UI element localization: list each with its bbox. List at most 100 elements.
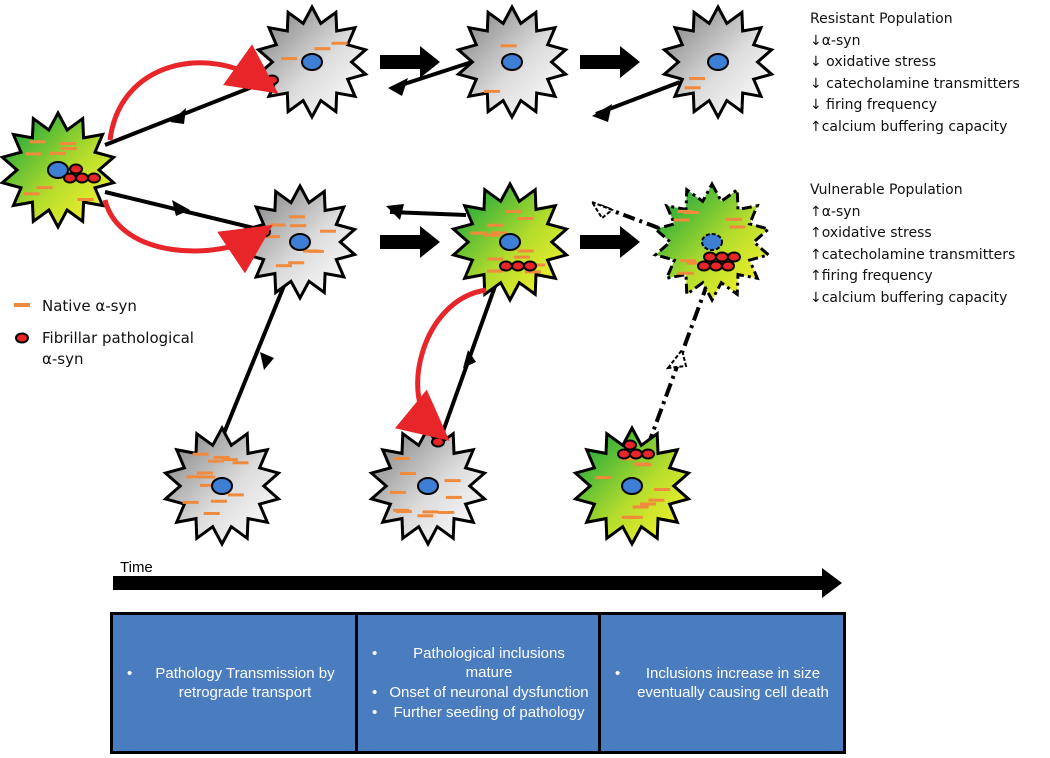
fibrillar-inclusion [523, 260, 537, 272]
resistant-item: ↓ catecholamine transmitters [810, 76, 1020, 92]
native-asyn-mark [290, 224, 307, 228]
fibrillar-inclusion [63, 172, 77, 184]
native-asyn-mark [689, 77, 705, 80]
neuron-vulnerable-3 [652, 180, 772, 304]
nucleus [289, 233, 311, 251]
native-asyn-mark [487, 269, 504, 273]
resistant-population: Resistant Population ↓α-syn ↓ oxidative … [810, 11, 1020, 135]
resistant-item: ↓ firing frequency [810, 97, 937, 113]
time-arrow [113, 568, 842, 598]
native-asyn-mark [445, 495, 462, 499]
native-asyn-mark [210, 499, 227, 503]
native-asyn-mark [29, 140, 46, 144]
red-transmission-arrow [102, 199, 273, 274]
native-asyn-mark [60, 147, 77, 151]
axon-line [220, 275, 290, 439]
native-asyn-mark [275, 264, 292, 268]
nucleus [301, 53, 323, 71]
resistant-item: ↑calcium buffering capacity [810, 119, 1007, 135]
native-asyn-mark [490, 231, 507, 235]
native-asyn-mark [444, 479, 461, 483]
native-asyn-mark [192, 452, 209, 456]
native-asyn-mark [23, 192, 40, 196]
stage-bullet: Onset of neuronal dysfunction [366, 683, 590, 702]
native-asyn-mark [395, 510, 412, 513]
native-asyn-mark [595, 476, 612, 480]
native-asyn-mark [725, 217, 742, 221]
native-asyn-mark [654, 488, 671, 491]
neuron-vulnerable-1 [242, 182, 358, 302]
native-asyn-mark [680, 259, 697, 263]
native-asyn-mark [505, 210, 522, 214]
native-asyn-mark [648, 498, 665, 502]
nucleus [707, 53, 729, 71]
fibrillar-inclusion [69, 163, 83, 175]
stage-bullet: Further seeding of pathology [366, 703, 590, 722]
neuron-resistant-1 [255, 3, 369, 121]
native-asyn-mark [517, 217, 534, 220]
native-asyn-mark [59, 142, 76, 145]
neuron-resistant-3 [661, 3, 775, 121]
vulnerable-item: ↑α-syn [810, 204, 860, 220]
progression-arrow [380, 226, 440, 258]
resistant-item: ↓α-syn [810, 33, 860, 49]
native-asyn-mark [77, 198, 94, 201]
native-asyn-mark [484, 89, 501, 93]
fibrillar-inclusion [499, 260, 513, 272]
vulnerable-item: ↑catecholamine transmitters [810, 247, 1015, 263]
native-asyn-mark [529, 263, 546, 267]
fibrillar-inclusion [641, 448, 655, 460]
terminal-arrowhead [388, 78, 408, 96]
native-asyn-mark [729, 225, 746, 229]
native-asyn-mark [486, 223, 503, 227]
vulnerable-item: ↑firing frequency [810, 268, 933, 284]
neuron-downstream-2 [368, 424, 488, 548]
fibrillar-inclusion [75, 172, 89, 184]
fibrillar-inclusion [629, 448, 643, 460]
neurons [0, 3, 775, 548]
native-asyn-mark [621, 515, 638, 519]
native-asyn-mark [517, 249, 534, 253]
native-asyn-mark [684, 86, 701, 90]
native-asyn-mark [221, 458, 238, 462]
native-asyn-mark [303, 249, 320, 253]
native-asyn-label: Native α-syn [42, 297, 137, 315]
axon-line [599, 204, 681, 238]
native-asyn-mark [673, 218, 690, 222]
native-asyn-mark [632, 505, 649, 509]
fibrillar-inclusion [511, 260, 525, 272]
native-asyn-mark [232, 461, 249, 465]
native-asyn-mark [314, 47, 331, 51]
neuron-resistant-2 [455, 3, 569, 121]
neuron-source [0, 109, 117, 231]
native-asyn-mark [686, 261, 703, 265]
native-asyn-mark [25, 152, 42, 156]
fibrillar-asyn-label-cont: α-syn [42, 350, 84, 368]
terminal-arrowhead [172, 200, 190, 216]
fibrillar-inclusion [265, 74, 279, 86]
nucleus [47, 161, 69, 179]
native-asyn-mark [524, 270, 541, 274]
native-asyn-mark [227, 493, 244, 497]
nucleus [499, 233, 521, 251]
fibrillar-inclusion [715, 251, 729, 263]
fibrillar-inclusion [623, 439, 637, 451]
native-asyn-mark [422, 510, 439, 514]
fibrillar-inclusion [431, 436, 445, 448]
native-asyn-mark [199, 475, 216, 479]
vulnerable-item: ↑oxidative stress [810, 225, 932, 241]
resistant-title: Resistant Population [810, 11, 953, 27]
fibrillar-inclusion [703, 251, 717, 263]
transmission-arrows [102, 44, 487, 441]
progression-arrows [380, 46, 640, 258]
fibrillar-inclusion [697, 260, 711, 272]
stage-panel-cell-death: Inclusions increase in size eventually c… [598, 612, 846, 754]
native-asyn-mark [513, 255, 530, 259]
native-asyn-mark [281, 57, 298, 61]
nucleus [701, 233, 723, 251]
neuron-downstream-1 [162, 424, 282, 548]
native-asyn-mark [500, 44, 517, 48]
fibrillar-inclusion [257, 226, 271, 238]
native-asyn-mark [203, 512, 220, 515]
